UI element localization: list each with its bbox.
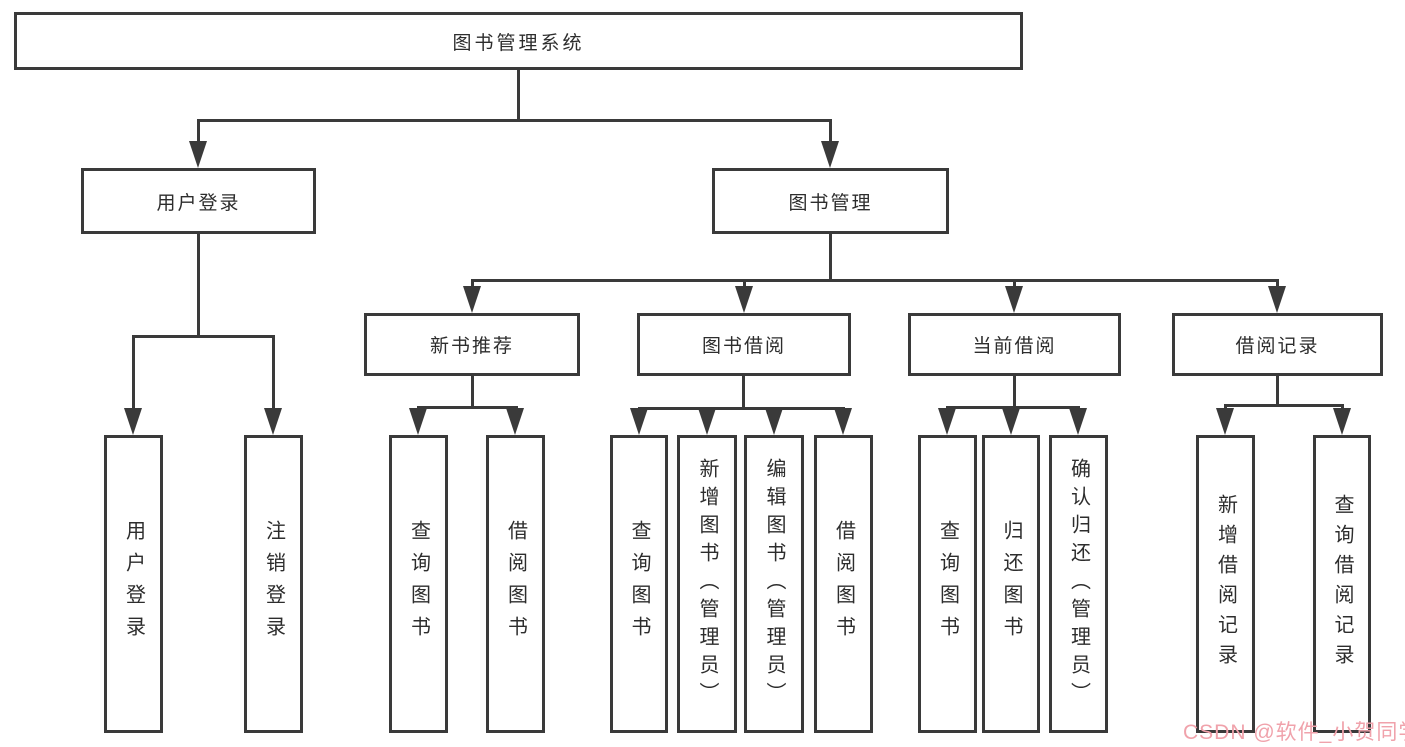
connector-borrow-records-branch <box>1224 404 1344 407</box>
leaf-borrow-books-recommend: 借阅图书 <box>486 435 545 733</box>
leaf-borrow-books: 借阅图书 <box>814 435 873 733</box>
arrowhead-book-management <box>821 141 839 168</box>
leaf-confirm-return-admin: 确认归还（管理员） <box>1049 435 1108 733</box>
leaf-add-book-admin: 新增图书（管理员） <box>677 435 737 733</box>
node-root-label: 图书管理系统 <box>452 32 585 54</box>
leaf-query-borrow-record-label: 查询借阅记录 <box>1331 494 1353 674</box>
arrowhead-current-borrow <box>1005 286 1023 313</box>
leaf-query-books-borrow: 查询图书 <box>610 435 668 733</box>
arrowhead-leaf-logout <box>264 408 282 435</box>
connector-root-branch <box>197 119 832 122</box>
node-user-login-label: 用户登录 <box>156 192 241 214</box>
leaf-query-books-recommend-label: 查询图书 <box>407 520 430 648</box>
leaf-query-books-current-label: 查询图书 <box>936 520 959 648</box>
node-book-borrow-label: 图书借阅 <box>701 336 786 357</box>
leaf-confirm-return-admin-label: 确认归还（管理员） <box>1067 458 1090 710</box>
leaf-user-login-label: 用户登录 <box>122 520 145 648</box>
leaf-return-books: 归还图书 <box>982 435 1040 733</box>
arrowhead-leaf-user-login <box>124 408 142 435</box>
leaf-add-borrow-record-label: 新增借阅记录 <box>1214 494 1237 674</box>
arrowhead-borrow-books <box>834 408 852 435</box>
node-new-book-recommend: 新书推荐 <box>364 313 580 376</box>
connector-drop-book-borrow <box>743 281 746 288</box>
arrowhead-add-book-admin <box>698 408 716 435</box>
arrowhead-borrow-books-recommend <box>506 408 524 435</box>
arrowhead-query-borrow-record <box>1333 408 1351 435</box>
leaf-logout-label: 注销登录 <box>262 520 285 648</box>
leaf-user-login: 用户登录 <box>104 435 163 733</box>
connector-new-book-recommend-stub <box>471 376 474 408</box>
connector-root-stub <box>517 70 520 122</box>
leaf-logout: 注销登录 <box>244 435 303 733</box>
connector-book-borrow-stub <box>742 376 745 409</box>
node-book-management: 图书管理 <box>712 168 949 234</box>
leaf-query-books-current: 查询图书 <box>918 435 977 733</box>
node-current-borrow: 当前借阅 <box>908 313 1121 376</box>
connector-book-management-branch <box>471 279 1279 282</box>
node-book-borrow: 图书借阅 <box>637 313 851 376</box>
connector-user-login-branch <box>132 335 275 338</box>
connector-drop-new-book-recommend <box>471 281 474 288</box>
connector-user-login-stub <box>197 234 200 337</box>
connector-drop-current-borrow <box>1013 281 1016 288</box>
leaf-query-books-borrow-label: 查询图书 <box>628 520 650 648</box>
leaf-add-borrow-record: 新增借阅记录 <box>1196 435 1255 733</box>
connector-current-borrow-stub <box>1013 376 1016 408</box>
arrowhead-confirm-return-admin <box>1069 408 1087 435</box>
connector-drop-leaf-user-login <box>132 337 135 409</box>
connector-book-management-stub <box>829 234 832 282</box>
arrowhead-query-books-recommend <box>409 408 427 435</box>
csdn-watermark: CSDN @软件_小贺同学 <box>1183 721 1405 744</box>
connector-borrow-records-stub <box>1276 376 1279 406</box>
leaf-add-book-admin-label: 新增图书（管理员） <box>696 458 718 710</box>
arrowhead-query-books-borrow <box>630 408 648 435</box>
connector-drop-borrow-records <box>1276 281 1279 288</box>
connector-book-borrow-branch <box>638 407 845 410</box>
node-current-borrow-label: 当前借阅 <box>972 336 1057 357</box>
arrowhead-return-books <box>1002 408 1020 435</box>
leaf-borrow-books-recommend-label: 借阅图书 <box>504 520 527 648</box>
leaf-edit-book-admin: 编辑图书（管理员） <box>744 435 804 733</box>
connector-new-book-recommend-branch <box>417 406 518 409</box>
arrowhead-query-books-current <box>938 408 956 435</box>
leaf-borrow-books-label: 借阅图书 <box>832 520 855 648</box>
leaf-edit-book-admin-label: 编辑图书（管理员） <box>763 458 785 710</box>
arrowhead-borrow-records <box>1268 286 1286 313</box>
node-new-book-recommend-label: 新书推荐 <box>429 336 514 357</box>
leaf-return-books-label: 归还图书 <box>1000 520 1022 648</box>
leaf-query-books-recommend: 查询图书 <box>389 435 448 733</box>
node-user-login: 用户登录 <box>81 168 316 234</box>
arrowhead-new-book-recommend <box>463 286 481 313</box>
connector-drop-book-management <box>829 121 832 142</box>
arrowhead-edit-book-admin <box>765 408 783 435</box>
arrowhead-book-borrow <box>735 286 753 313</box>
node-root: 图书管理系统 <box>14 12 1023 70</box>
leaf-query-borrow-record: 查询借阅记录 <box>1313 435 1371 733</box>
arrowhead-user-login <box>189 141 207 168</box>
node-book-management-label: 图书管理 <box>788 192 873 214</box>
node-borrow-records: 借阅记录 <box>1172 313 1383 376</box>
connector-drop-user-login <box>197 121 200 142</box>
connector-drop-leaf-logout <box>272 337 275 409</box>
arrowhead-add-borrow-record <box>1216 408 1234 435</box>
node-borrow-records-label: 借阅记录 <box>1235 336 1320 357</box>
connector-current-borrow-branch <box>946 406 1080 409</box>
